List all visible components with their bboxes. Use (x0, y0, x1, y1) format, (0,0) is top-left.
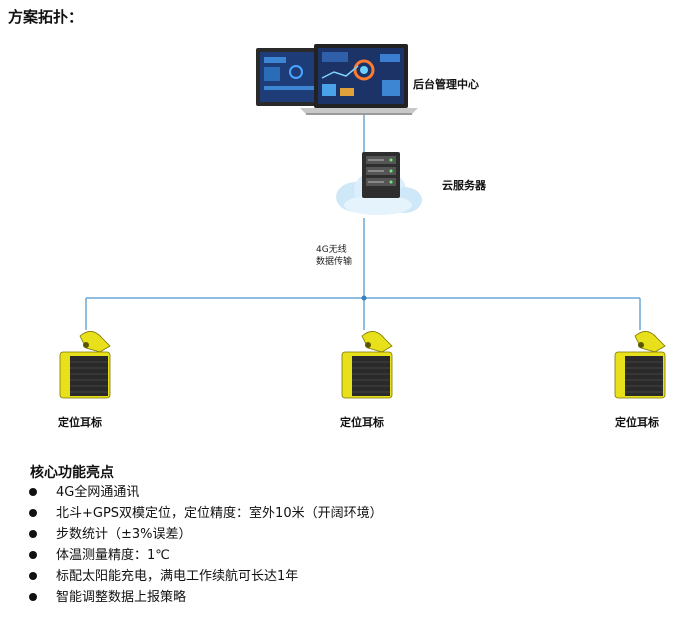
cloud-server-icon (336, 152, 422, 215)
ear-tag-icon (59, 331, 111, 399)
bullet-icon (29, 488, 37, 496)
bullet-icon (29, 509, 37, 517)
ear-tag-icon (341, 331, 393, 399)
laptop-dashboard-icon (256, 44, 418, 115)
section-title: 方案拓扑： (8, 8, 84, 26)
feature-item: 北斗+GPS双模定位，定位精度：室外10米（开阔环境） (26, 503, 383, 524)
cloud-server-label: 云服务器 (442, 179, 486, 192)
features-title: 核心功能亮点 (30, 465, 114, 481)
bullet-icon (29, 530, 37, 538)
link-label-line2: 数据传输 (316, 257, 353, 267)
feature-item: 智能调整数据上报策略 (26, 587, 383, 608)
feature-item: 4G全网通通讯 (26, 482, 383, 503)
link-label: 4G无线 数据传输 (316, 244, 352, 268)
bullet-icon (29, 551, 37, 559)
bullet-icon (29, 593, 37, 601)
ear-tag-label-left: 定位耳标 (58, 416, 102, 429)
feature-item: 标配太阳能充电，满电工作续航可长达1年 (26, 566, 383, 587)
ear-tag-icon (614, 331, 666, 399)
bus-junction (361, 295, 367, 301)
link-label-line1: 4G无线 (316, 245, 347, 255)
feature-item: 步数统计（±3%误差） (26, 524, 383, 545)
bullet-icon (29, 572, 37, 580)
ear-tag-label-middle: 定位耳标 (340, 416, 384, 429)
ear-tag-label-right: 定位耳标 (615, 416, 659, 429)
backend-label: 后台管理中心 (413, 78, 479, 91)
features-list: 4G全网通通讯 北斗+GPS双模定位，定位精度：室外10米（开阔环境） 步数统计… (26, 482, 383, 608)
feature-item: 体温测量精度：1℃ (26, 545, 383, 566)
